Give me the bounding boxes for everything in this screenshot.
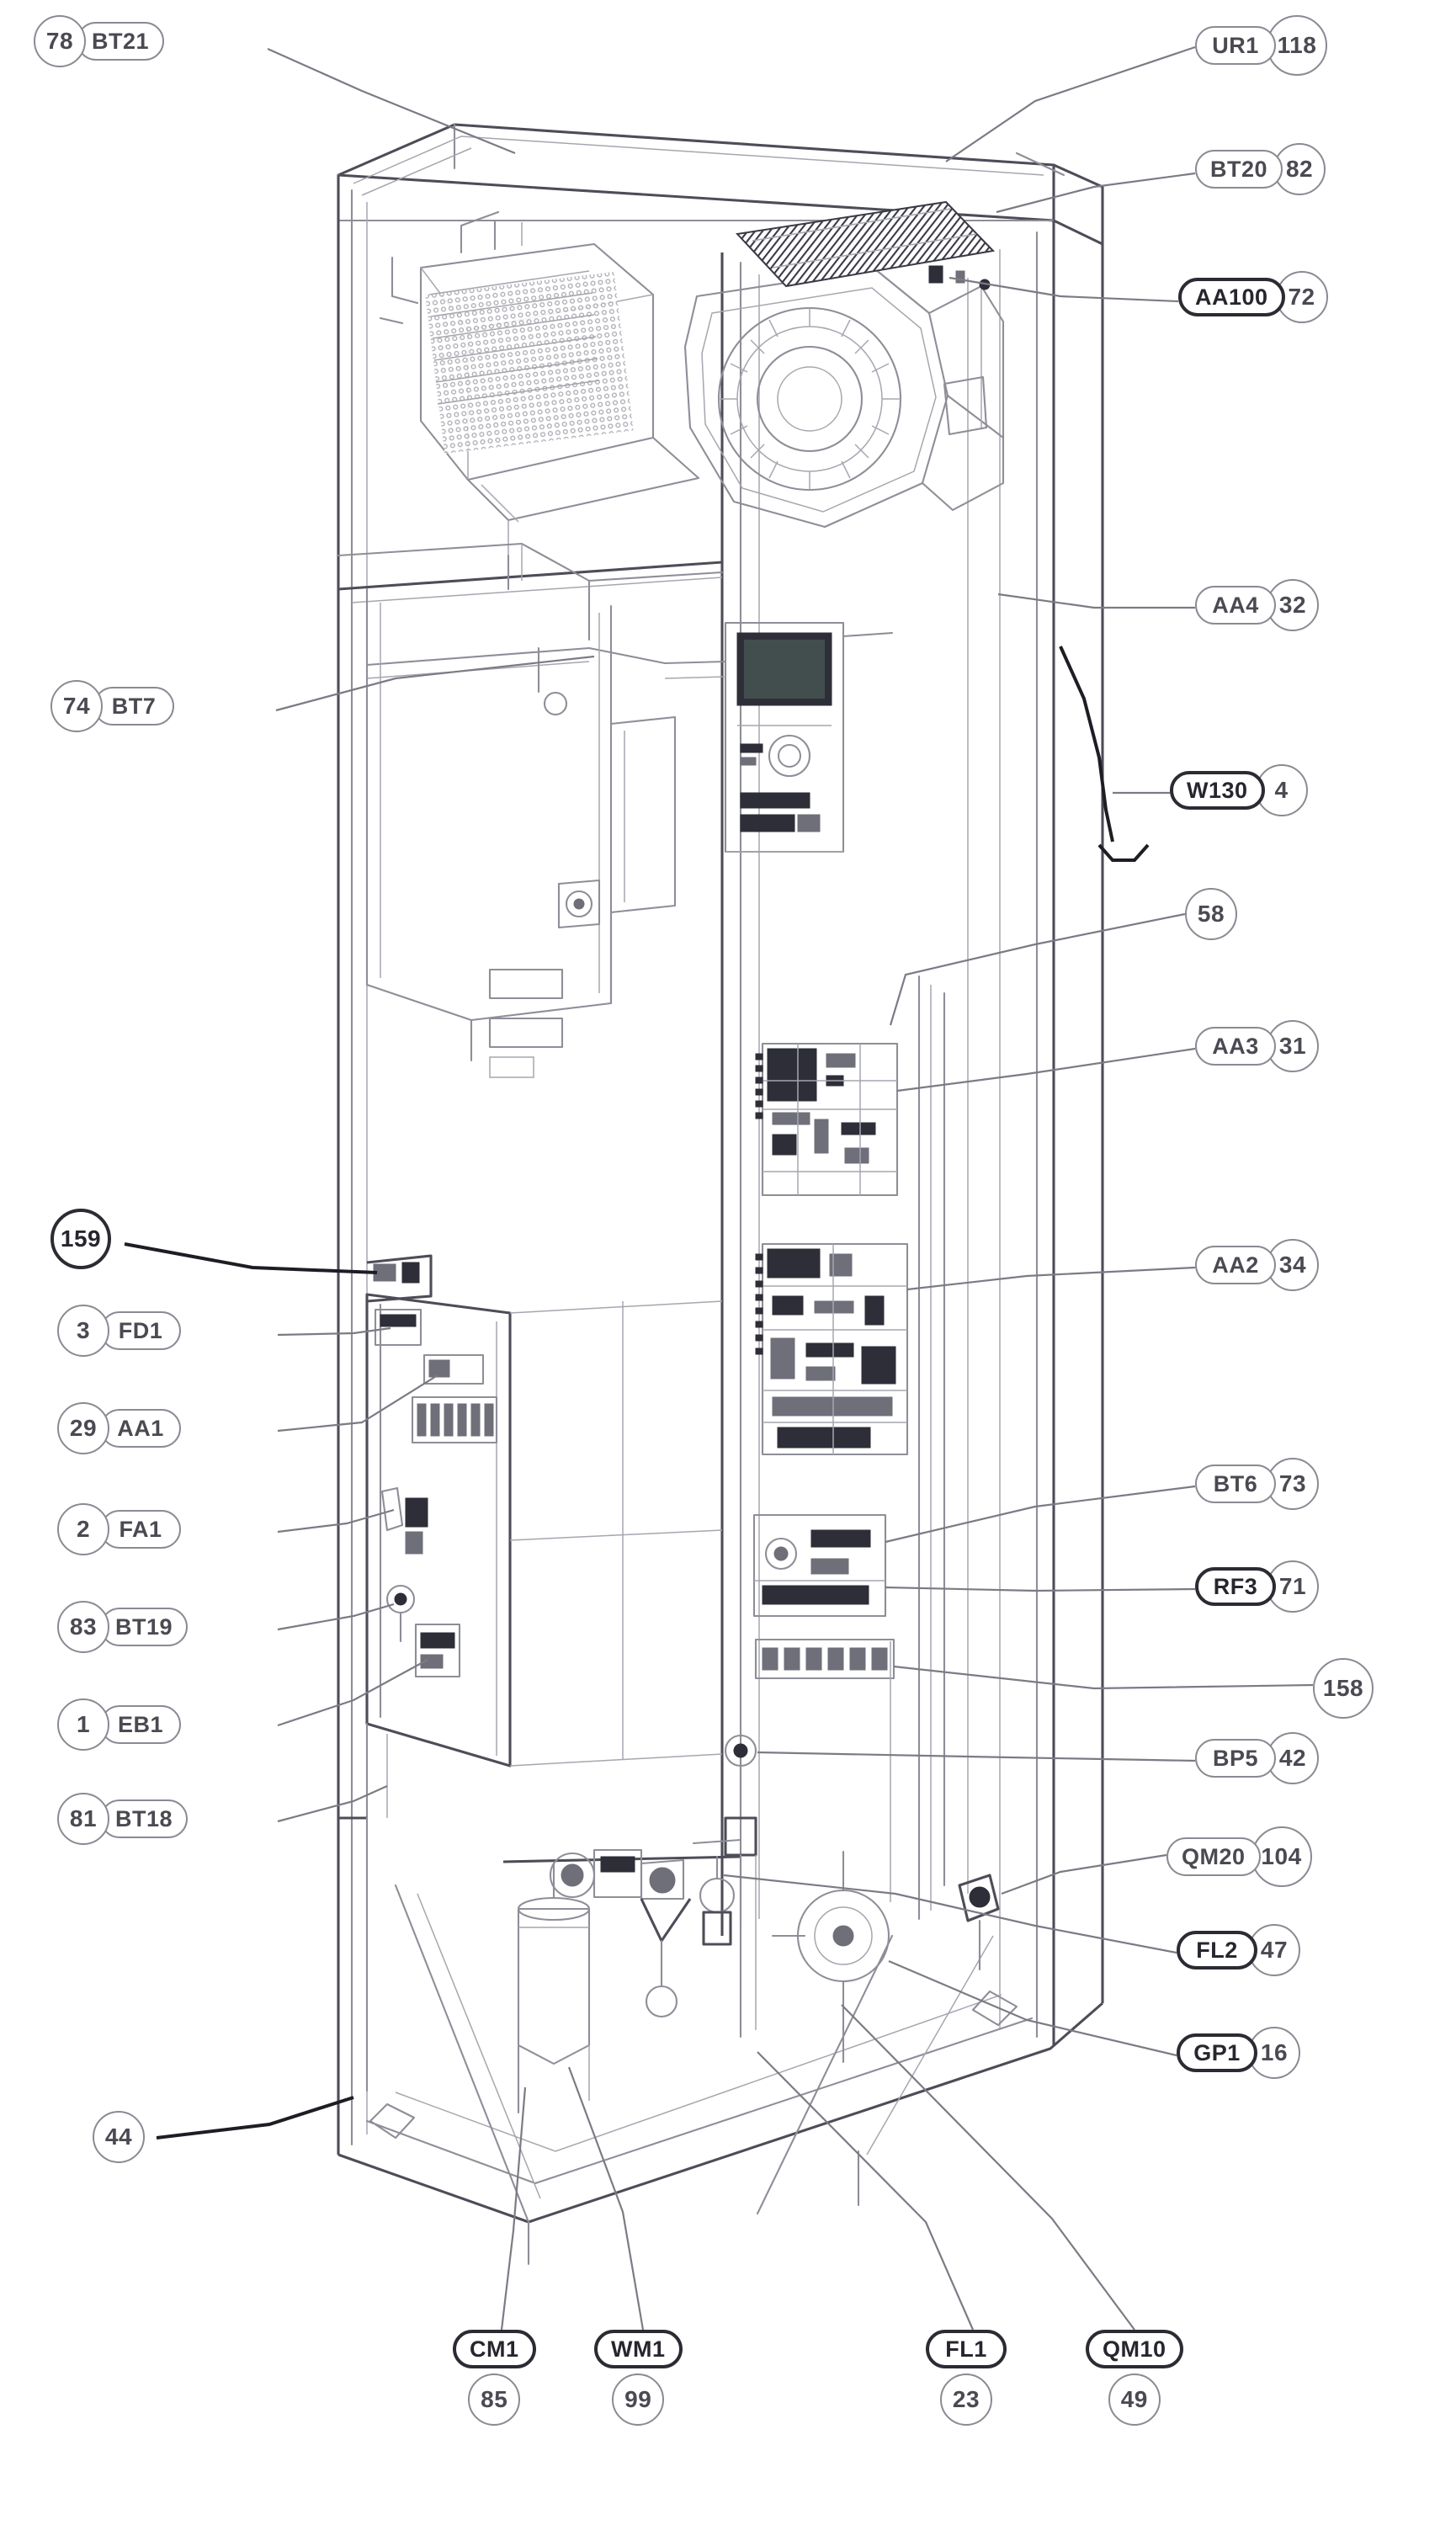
callout-code-aa1: AA1	[100, 1409, 181, 1448]
callout-code-bt21: BT21	[77, 22, 165, 61]
callout-code-w130: W130	[1170, 771, 1265, 810]
callout-number-bt21: 78	[34, 15, 86, 67]
callout-code-fl2: FL2	[1177, 1931, 1257, 1970]
callout-number-bt18: 81	[57, 1793, 109, 1845]
callout-code-wm1: WM1	[594, 2330, 683, 2368]
callout-code-bt7: BT7	[93, 687, 174, 726]
callout-code-aa2: AA2	[1195, 1246, 1276, 1284]
callout-number-aa2: 34	[1267, 1239, 1319, 1291]
callout-n58[interactable]: 58	[1185, 888, 1237, 940]
callout-number-n159: 159	[50, 1209, 111, 1269]
callout-code-bp5: BP5	[1195, 1739, 1276, 1778]
callout-number-bt19: 83	[57, 1601, 109, 1653]
callout-number-ur1: 118	[1267, 15, 1327, 76]
callout-number-cm1: 85	[468, 2374, 521, 2426]
callout-qm10[interactable]: QM10 49	[1086, 2330, 1183, 2426]
callout-code-ur1: UR1	[1195, 26, 1276, 65]
callout-number-fl2: 47	[1248, 1924, 1300, 1976]
callout-code-aa4: AA4	[1195, 586, 1276, 625]
callout-number-fl1: 23	[940, 2374, 992, 2426]
callout-number-qm10: 49	[1108, 2374, 1161, 2426]
callout-number-fa1: 2	[57, 1503, 109, 1555]
callout-code-qm10: QM10	[1086, 2330, 1183, 2368]
callout-number-aa100: 72	[1275, 271, 1328, 323]
callout-number-gp1: 16	[1248, 2027, 1300, 2079]
callout-code-eb1: EB1	[100, 1705, 181, 1744]
callout-n158[interactable]: 158	[1313, 1658, 1374, 1719]
callout-code-cm1: CM1	[453, 2330, 536, 2368]
callout-number-n158: 158	[1313, 1658, 1374, 1719]
callout-code-bt20: BT20	[1195, 150, 1283, 189]
callout-code-fa1: FA1	[100, 1510, 181, 1549]
callout-number-wm1: 99	[612, 2374, 665, 2426]
callout-number-eb1: 1	[57, 1698, 109, 1751]
callout-code-aa3: AA3	[1195, 1027, 1276, 1066]
callout-number-n44: 44	[93, 2111, 145, 2163]
callout-code-fd1: FD1	[100, 1311, 181, 1350]
callout-code-bt6: BT6	[1195, 1464, 1276, 1503]
callout-number-aa1: 29	[57, 1402, 109, 1454]
callout-number-bt7: 74	[50, 680, 103, 732]
callout-n159[interactable]: 159	[50, 1209, 111, 1269]
callout-number-qm20: 104	[1251, 1826, 1312, 1887]
callout-code-bt18: BT18	[100, 1799, 189, 1838]
callout-code-fl1: FL1	[926, 2330, 1007, 2368]
callout-number-fd1: 3	[57, 1305, 109, 1357]
callout-code-aa100: AA100	[1178, 278, 1285, 316]
callout-code-bt19: BT19	[100, 1608, 189, 1646]
callout-code-gp1: GP1	[1177, 2033, 1257, 2072]
callout-number-n58: 58	[1185, 888, 1237, 940]
callout-n44[interactable]: 44	[93, 2111, 145, 2163]
callout-code-rf3: RF3	[1195, 1567, 1276, 1606]
callout-code-qm20: QM20	[1166, 1837, 1261, 1876]
